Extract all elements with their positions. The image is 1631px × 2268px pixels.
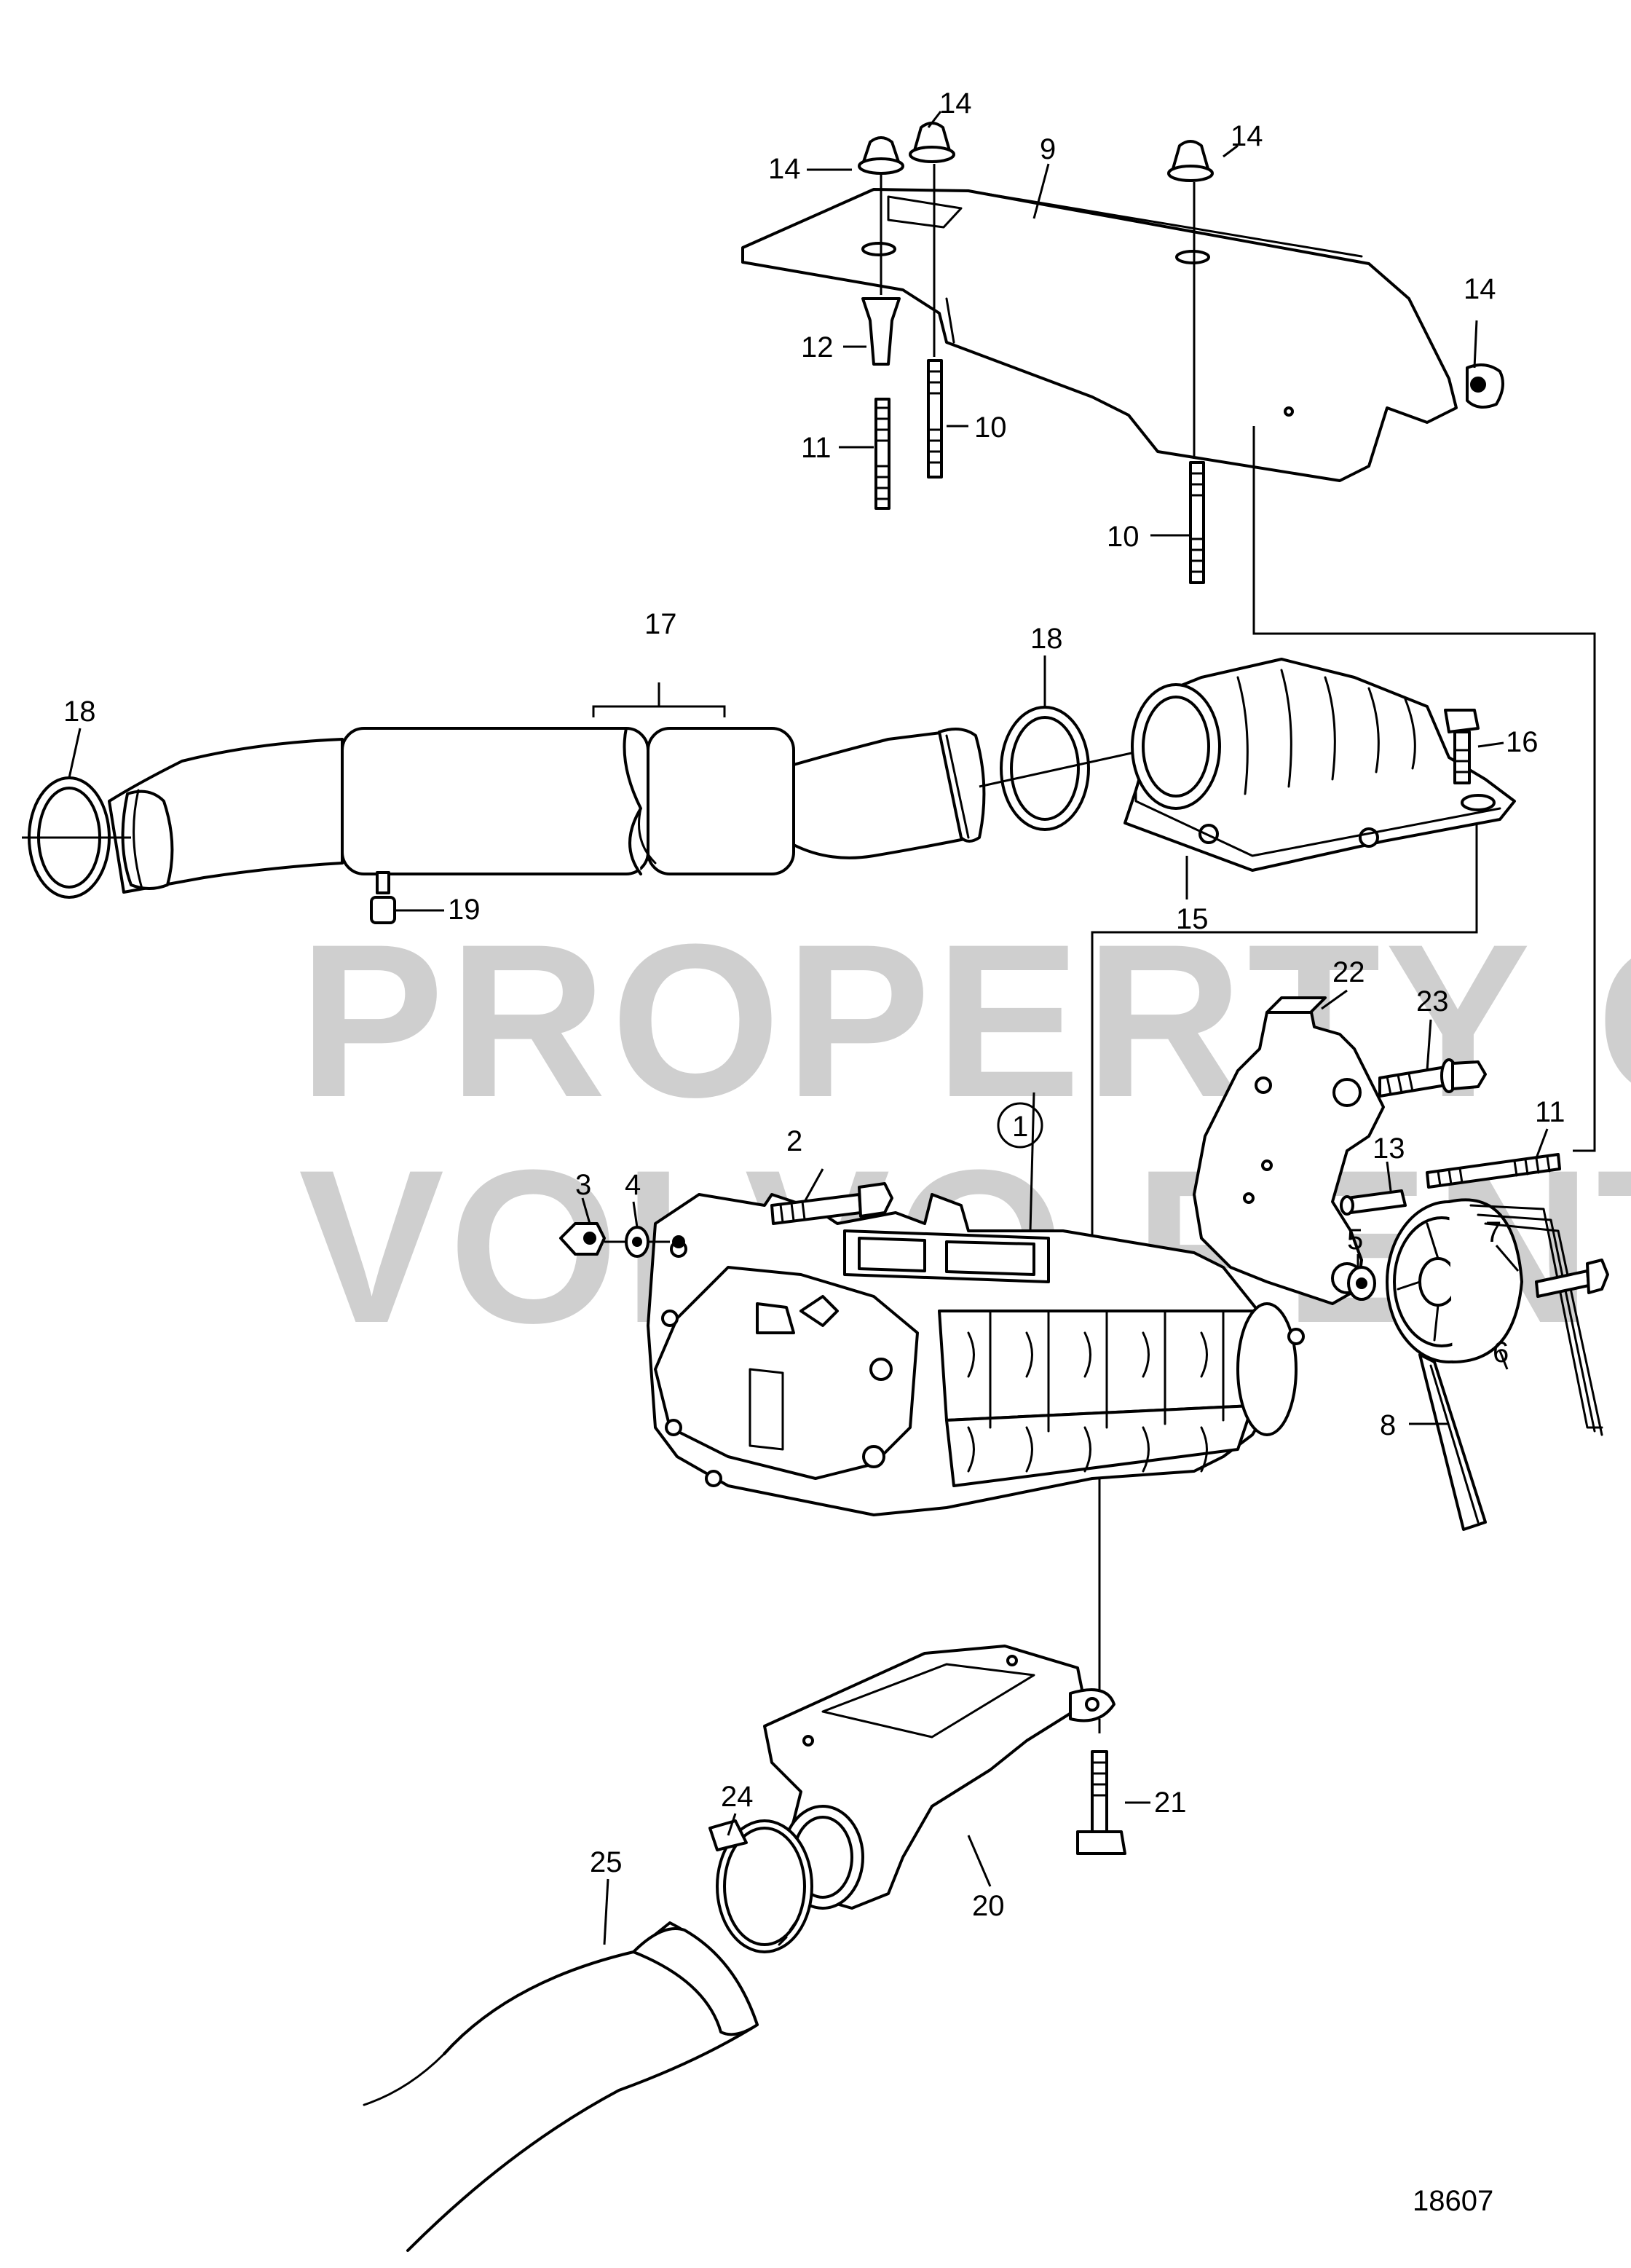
callout-21: 21 bbox=[1154, 1787, 1187, 1819]
part-17-intake-pipe bbox=[108, 727, 986, 894]
part-8-drive-belt bbox=[1418, 1204, 1603, 1531]
part-4-washer bbox=[604, 1226, 685, 1258]
parts-10-11-12-studs bbox=[861, 297, 1205, 584]
callout-15: 15 bbox=[1176, 903, 1209, 935]
callout-18-left: 18 bbox=[63, 696, 96, 728]
callout-20: 20 bbox=[972, 1890, 1005, 1922]
callout-1: 1 bbox=[1012, 1111, 1028, 1143]
part-25-hose bbox=[363, 1921, 759, 2252]
part-6-pulley bbox=[1386, 1198, 1523, 1363]
callout-2: 2 bbox=[786, 1125, 802, 1157]
callout-14-right: 14 bbox=[1464, 273, 1496, 305]
part-2-bolt bbox=[770, 1182, 893, 1225]
callout-labels: 1 2 3 4 5 6 7 8 9 10 10 11 11 12 13 14 1… bbox=[63, 87, 1565, 1922]
callout-25: 25 bbox=[590, 1846, 623, 1878]
part-20-outlet-elbow bbox=[763, 1645, 1115, 1910]
callout-7: 7 bbox=[1485, 1216, 1501, 1248]
callout-3: 3 bbox=[575, 1169, 591, 1201]
watermark-line-1: PROPERTY OF bbox=[299, 898, 1631, 1143]
callout-4: 4 bbox=[625, 1169, 641, 1201]
part-1-supercharger bbox=[647, 1193, 1305, 1516]
callout-leaders bbox=[68, 111, 1549, 1945]
part-9-cover-plate bbox=[741, 188, 1458, 482]
part-24-hose-clamp bbox=[708, 1819, 813, 1953]
callout-23: 23 bbox=[1416, 985, 1449, 1017]
callout-17: 17 bbox=[644, 608, 677, 640]
callout-22: 22 bbox=[1332, 956, 1365, 988]
callout-14-top: 14 bbox=[939, 87, 972, 119]
assembly-reference-lines bbox=[880, 164, 1596, 1733]
callout-8: 8 bbox=[1380, 1409, 1396, 1441]
callout-18-right: 18 bbox=[1030, 623, 1063, 655]
part-7-bolt bbox=[1535, 1259, 1609, 1298]
figure-number: 18607 bbox=[1413, 2185, 1493, 2217]
part-14-grommets bbox=[858, 122, 1504, 409]
callout-13: 13 bbox=[1373, 1133, 1405, 1165]
callout-12: 12 bbox=[801, 331, 834, 363]
part-16-bolt bbox=[1444, 709, 1480, 784]
part-19-drain-tube bbox=[370, 871, 396, 924]
callout-11-right: 11 bbox=[1535, 1096, 1565, 1128]
part-18-o-rings bbox=[22, 706, 1195, 899]
callout-11-upper: 11 bbox=[801, 432, 832, 464]
callout-6: 6 bbox=[1493, 1336, 1509, 1369]
part-21-bolt bbox=[1076, 1750, 1126, 1855]
callout-5: 5 bbox=[1347, 1224, 1363, 1256]
callout-14-mid: 14 bbox=[1231, 120, 1263, 152]
callout-19: 19 bbox=[448, 894, 481, 926]
part-11-stud-right bbox=[1426, 1153, 1561, 1189]
part-13-spacer bbox=[1340, 1189, 1407, 1216]
callout-10-lower: 10 bbox=[1107, 521, 1140, 553]
callout-10-upper: 10 bbox=[974, 412, 1007, 444]
callout-1-circle bbox=[997, 1102, 1043, 1149]
callout-16: 16 bbox=[1506, 726, 1539, 758]
callout-9: 9 bbox=[1040, 133, 1056, 165]
callout-14-left: 14 bbox=[768, 153, 801, 185]
part-3-nut bbox=[559, 1222, 606, 1256]
part-5-spacer bbox=[1347, 1266, 1376, 1301]
callout-24: 24 bbox=[721, 1781, 754, 1813]
part-23-bolt bbox=[1378, 1058, 1487, 1098]
